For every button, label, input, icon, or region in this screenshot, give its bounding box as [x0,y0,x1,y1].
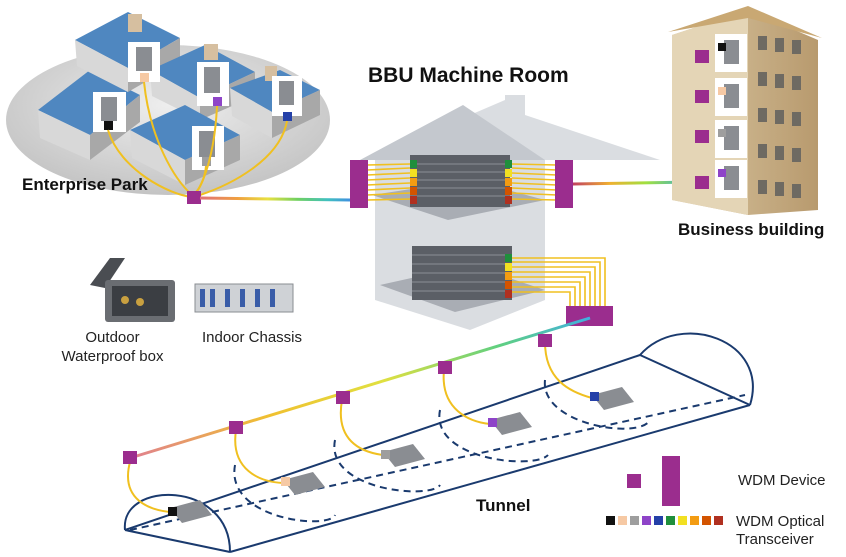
tunnel-top-edge [124,354,641,531]
bbu-rack-upper [410,155,510,207]
park-device-card-4 [272,76,302,121]
tunnel-back-arch [639,332,754,406]
indoor-chassis-caption: Indoor Chassis [201,329,303,346]
building-wdm-devices [695,50,709,189]
park-fibers [107,81,288,198]
legend-transceiver-swatches [606,516,723,525]
legend-transceiver-swatch [702,516,711,525]
legend-transceiver-swatch [666,516,675,525]
legend-transceiver-label-line1: WDM Optical [736,513,825,530]
transceiver-gray [202,157,211,166]
outdoor-box-caption: Outdoor Waterproof box [40,328,185,366]
outdoor-waterproof-box [90,258,175,322]
legend-transceiver-swatch [630,516,639,525]
building-device-card-1 [715,34,747,72]
legend-transceiver-swatch [714,516,723,525]
tunnel-bottom-edge [229,404,751,553]
bbu-right-wdm-device [555,160,573,208]
legend-transceiver-swatch [690,516,699,525]
tunnel-label: Tunnel [476,496,531,515]
business-building-label: Business building [678,220,825,239]
transceiver-purple [213,97,222,106]
legend-transceiver-swatch [678,516,687,525]
legend-transceiver-swatch [606,516,615,525]
park-device-card-1 [93,92,126,132]
tunnel-nodes [123,334,634,523]
tunnel [123,332,754,553]
enterprise-park [6,12,330,204]
building-device-card-2 [715,78,747,116]
tunnel-feeder-link [129,316,591,460]
transceiver-peach [140,73,149,82]
bbu-left-wdm-device [350,160,368,208]
tunnel-front-arch [123,493,231,553]
lower-rack-transceivers [505,254,512,298]
park-device-card-3 [197,62,229,106]
legend-transceiver-swatch [654,516,663,525]
bbu-right-fibers [511,163,558,201]
business-building [668,6,822,215]
legend [606,456,723,525]
park-wdm-device [187,191,201,204]
indoor-chassis [194,283,294,313]
park-bbu-link [199,196,351,202]
building-device-card-4 [715,160,747,198]
bbu-lower-fibers [512,257,606,308]
outdoor-box-caption-line1: Outdoor [85,329,140,346]
park-device-card-2 [128,42,160,82]
legend-transceiver-swatch [618,516,627,525]
legend-wdm-device-label: WDM Device [738,472,826,489]
legend-transceiver-label-line2: Transceiver [736,531,814,548]
bbu-left-fibers [366,163,411,201]
bbu-machine-room [350,95,660,330]
transceiver-blue [283,112,292,121]
transceiver-black [104,121,113,130]
outdoor-box-caption-line2: Waterproof box [61,348,164,365]
building-device-card-3 [715,120,747,158]
legend-transceiver-swatch [642,516,651,525]
legend-wdm-large [662,456,680,506]
bbu-room-title: BBU Machine Room [368,64,569,87]
building-windows [758,36,801,198]
legend-wdm-small [627,474,641,488]
enterprise-park-label: Enterprise Park [22,175,148,194]
upper-rack-transceivers [410,160,512,204]
